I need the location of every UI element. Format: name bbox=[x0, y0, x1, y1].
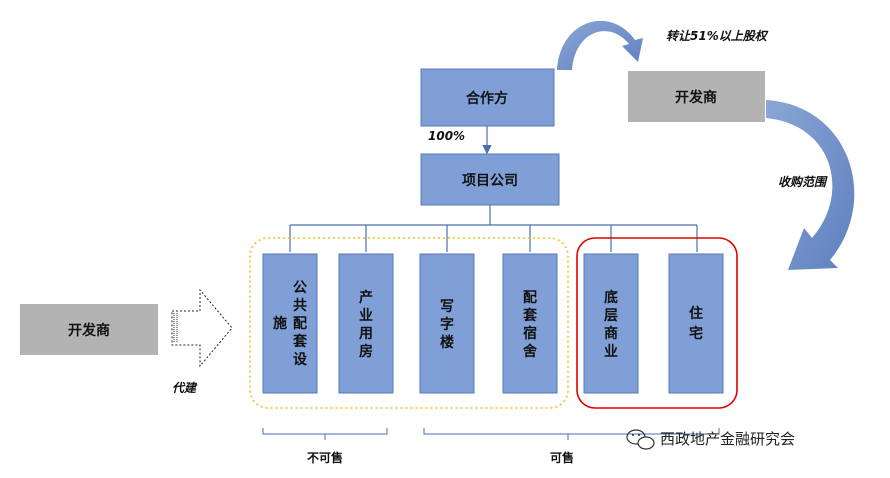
asset-label-char: 套 bbox=[293, 333, 307, 350]
asset-label-char: 共 bbox=[293, 297, 307, 314]
equity-transfer-label: 转让51%以上股权 bbox=[666, 29, 769, 43]
ownership-label: 100% bbox=[428, 129, 465, 143]
partner-node: 合作方 bbox=[420, 68, 555, 127]
not-for-sale-label: 不可售 bbox=[307, 450, 343, 465]
for-sale-label: 可售 bbox=[550, 450, 574, 465]
asset-label-char: 施 bbox=[273, 315, 287, 332]
asset-industrial-housing: 产 业 用 房 bbox=[338, 253, 394, 394]
asset-label-char: 字 bbox=[440, 316, 454, 333]
asset-label-char: 底 bbox=[604, 289, 618, 306]
asset-label-char: 层 bbox=[604, 308, 618, 324]
connector-tree bbox=[289, 205, 698, 252]
developer-top-node: 开发商 bbox=[628, 71, 765, 122]
asset-label-char: 写 bbox=[440, 299, 454, 315]
asset-office-building: 写 字 楼 bbox=[419, 253, 475, 394]
asset-label-char: 配 bbox=[293, 316, 307, 332]
developer-left-node: 开发商 bbox=[20, 304, 158, 355]
asset-label-char: 公 bbox=[293, 280, 307, 296]
asset-label-char: 商 bbox=[604, 325, 618, 342]
asset-label-char: 业 bbox=[604, 344, 618, 360]
project-company-label: 项目公司 bbox=[462, 173, 518, 189]
asset-label-char: 产 bbox=[359, 289, 373, 306]
asset-label-char: 套 bbox=[523, 307, 537, 324]
unsellable-group-frame bbox=[249, 237, 569, 409]
asset-label-char: 住 bbox=[689, 305, 703, 322]
not-for-sale-bracket bbox=[262, 428, 388, 440]
asset-label-char: 宿 bbox=[523, 325, 537, 342]
asset-dormitory: 配 套 宿 舍 bbox=[502, 253, 558, 394]
for-sale-bracket bbox=[423, 428, 720, 440]
agent-build-arrow bbox=[171, 288, 233, 368]
asset-label-char: 配 bbox=[523, 290, 537, 306]
developer-top-label: 开发商 bbox=[675, 89, 717, 106]
sellable-group-frame bbox=[576, 237, 738, 409]
acquisition-scope-arrow bbox=[766, 100, 855, 270]
project-company-node: 项目公司 bbox=[420, 153, 560, 206]
asset-label-char: 舍 bbox=[522, 343, 538, 360]
developer-left-label: 开发商 bbox=[68, 322, 110, 339]
asset-label-char: 宅 bbox=[689, 325, 703, 342]
asset-residential: 住 宅 bbox=[668, 253, 724, 394]
asset-label-char: 用 bbox=[359, 326, 373, 342]
wechat-icon bbox=[626, 429, 655, 450]
equity-transfer-arrow bbox=[557, 20, 643, 70]
asset-label-char: 设 bbox=[293, 352, 308, 368]
asset-label-char: 楼 bbox=[440, 334, 454, 351]
asset-public-facilities: 公 共 配 套 设 施 bbox=[262, 253, 318, 394]
acquisition-scope-label: 收购范围 bbox=[778, 175, 828, 189]
watermark-text: 西政地产金融研究会 bbox=[660, 430, 795, 448]
asset-ground-commercial: 底 层 商 业 bbox=[583, 253, 639, 394]
partner-label: 合作方 bbox=[466, 90, 508, 107]
asset-label-char: 房 bbox=[359, 343, 373, 360]
agent-build-label: 代建 bbox=[172, 381, 198, 395]
asset-label-char: 业 bbox=[359, 308, 373, 324]
